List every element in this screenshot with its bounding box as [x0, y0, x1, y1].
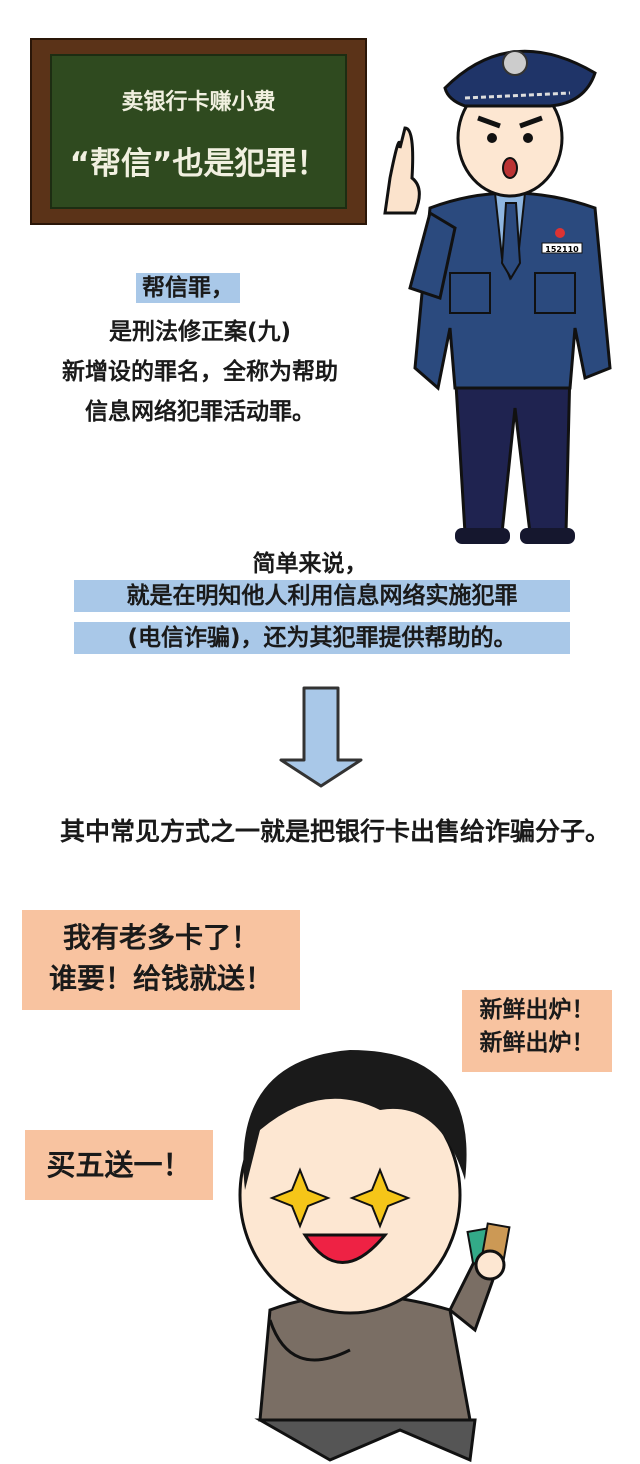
- speech-bubble-deal: 买五送一！: [25, 1130, 213, 1200]
- bubble-fresh-line-1: 新鲜出炉！: [479, 997, 595, 1023]
- simple-line-1: 就是在明知他人利用信息网络实施犯罪: [74, 580, 570, 612]
- board-line-1: 卖银行卡赚小费: [121, 90, 276, 115]
- definition-term: 帮信罪，: [136, 268, 240, 303]
- simple-line-2: (电信诈骗)，还为其犯罪提供帮助的。: [74, 622, 570, 654]
- simple-intro: 简单来说，: [252, 551, 368, 577]
- chalkboard: 卖银行卡赚小费 “帮信”也是犯罪！: [30, 38, 367, 225]
- speech-bubble-main: 我有老多卡了！ 谁要！给钱就送！: [22, 910, 300, 1010]
- board-line-2: “帮信”也是犯罪！: [69, 146, 328, 182]
- bubble-fresh-line-2: 新鲜出炉！: [479, 1030, 595, 1057]
- police-officer-illustration: 152110: [383, 49, 612, 544]
- badge-number: 152110: [545, 245, 579, 254]
- bubble-main-line-1: 我有老多卡了！: [62, 921, 259, 954]
- speech-bubble-fresh: 新鲜出炉！ 新鲜出炉！: [462, 990, 612, 1072]
- definition-line-3: 信息网络犯罪活动罪。: [85, 399, 315, 425]
- card-seller-illustration: [238, 1050, 511, 1463]
- definition-line-1: 是刑法修正案(九): [108, 319, 292, 345]
- definition-line-2: 新增设的罪名，全称为帮助: [62, 359, 338, 385]
- bubble-main-line-2: 谁要！给钱就送！: [48, 961, 273, 995]
- down-arrow-icon: [279, 686, 363, 788]
- chalkboard-surface: 卖银行卡赚小费 “帮信”也是犯罪！: [50, 54, 347, 209]
- definition-term-text: 帮信罪，: [136, 273, 240, 303]
- common-method: 其中常见方式之一就是把银行卡出售给诈骗分子。: [59, 817, 610, 846]
